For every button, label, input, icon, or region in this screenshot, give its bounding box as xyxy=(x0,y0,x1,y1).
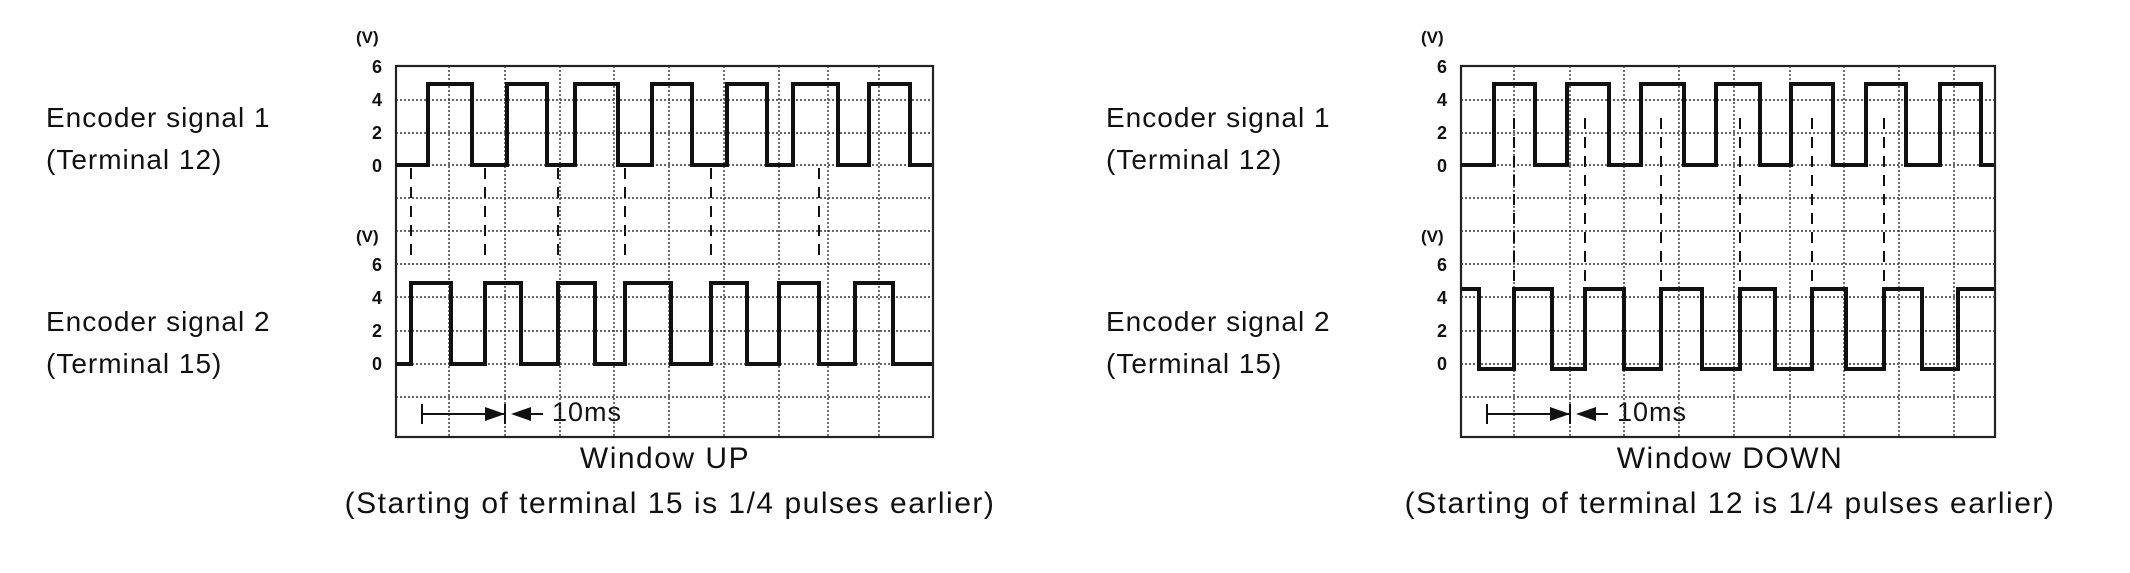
unit-label-top: (V) xyxy=(356,28,379,47)
time-scale-arrow-left xyxy=(511,407,531,421)
tick-2-bottom: 2 xyxy=(1436,321,1447,341)
waveforms-window-up xyxy=(396,82,932,424)
unit-label-bottom: (V) xyxy=(356,227,379,246)
signal2-terminal: (Terminal 15) xyxy=(46,348,223,379)
tick-4-bottom: 4 xyxy=(371,288,382,308)
caption-window-down: Window DOWN xyxy=(1616,442,1844,475)
tick-0-bottom: 0 xyxy=(1436,354,1447,374)
signal1-label: Encoder signal 1 xyxy=(1106,102,1331,133)
tick-6-top: 6 xyxy=(371,57,382,77)
tick-2-top: 2 xyxy=(371,123,382,143)
encoder-signal-2-trace xyxy=(1461,287,1994,371)
tick-2-bottom: 2 xyxy=(371,321,382,341)
tick-2-top: 2 xyxy=(1436,123,1447,143)
tick-4-top: 4 xyxy=(371,90,382,110)
signal2-label: Encoder signal 2 xyxy=(46,306,271,337)
time-scale-arrow-right xyxy=(485,407,505,421)
encoder-signal-1-trace xyxy=(396,82,932,167)
tick-0-top: 0 xyxy=(371,156,382,176)
signal1-terminal: (Terminal 12) xyxy=(1106,144,1283,175)
time-scale-label: 10ms xyxy=(552,397,623,427)
tick-4-top: 4 xyxy=(1436,90,1447,110)
unit-label-top: (V) xyxy=(1421,28,1444,47)
tick-6-bottom: 6 xyxy=(1436,255,1447,275)
unit-label-bottom: (V) xyxy=(1421,227,1444,246)
grid-window-up xyxy=(394,64,935,439)
time-scale-label: 10ms xyxy=(1617,397,1688,427)
encoder-signal-2-trace xyxy=(396,281,932,366)
encoder-signal-1-trace xyxy=(1461,82,1994,167)
signal2-label: Encoder signal 2 xyxy=(1106,306,1331,337)
time-scale-arrow-left xyxy=(1576,407,1596,421)
grid-frame xyxy=(394,64,935,439)
caption-window-up: Window UP xyxy=(579,442,751,475)
signal1-label: Encoder signal 1 xyxy=(46,102,271,133)
signal2-terminal: (Terminal 15) xyxy=(1106,348,1283,379)
subcaption-window-up: (Starting of terminal 15 is 1/4 pulses e… xyxy=(344,487,996,520)
tick-0-bottom: 0 xyxy=(371,354,382,374)
tick-4-bottom: 4 xyxy=(1436,288,1447,308)
waveforms-window-down xyxy=(1461,82,1994,424)
signal1-terminal: (Terminal 12) xyxy=(46,144,223,175)
grid-window-down xyxy=(1459,64,1997,439)
grid-frame xyxy=(1459,64,1997,439)
tick-6-top: 6 xyxy=(1436,57,1447,77)
time-scale-arrow-right xyxy=(1550,407,1570,421)
tick-6-bottom: 6 xyxy=(371,255,382,275)
tick-0-top: 0 xyxy=(1436,156,1447,176)
subcaption-window-down: (Starting of terminal 12 is 1/4 pulses e… xyxy=(1404,487,2056,520)
